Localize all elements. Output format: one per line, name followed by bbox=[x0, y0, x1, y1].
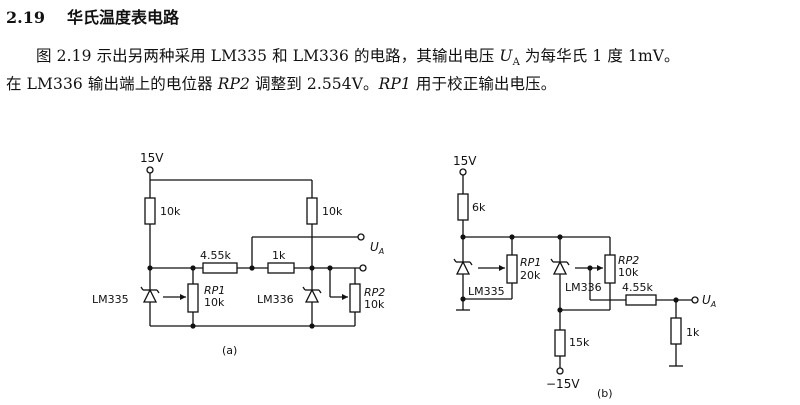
resistor-r1-a bbox=[144, 197, 156, 225]
resistor-r1-label: 10k bbox=[160, 205, 181, 218]
resistor-455k-b-label: 4.55k bbox=[622, 281, 653, 294]
supply-label-a: 15V bbox=[140, 151, 164, 165]
resistor-1k-a bbox=[267, 262, 295, 274]
resistor-6k-b bbox=[457, 193, 469, 221]
lm336-label-b: LM336 bbox=[565, 281, 602, 294]
rp2-value-a: 10k bbox=[364, 298, 385, 311]
circuit-a: 15V 10k 10k 4.55k 1k UA bbox=[92, 151, 385, 357]
output-label-b: UA bbox=[702, 293, 716, 309]
output-voltage-sub: A bbox=[512, 57, 520, 69]
resistor-15k-b bbox=[554, 329, 566, 357]
rp2-name-a: RP2 bbox=[364, 286, 385, 299]
text-run: 在 LM336 输出端上的电位器 bbox=[6, 75, 218, 93]
resistor-455k-b bbox=[625, 294, 657, 306]
lm335-label-b: LM335 bbox=[468, 285, 505, 298]
section-number: 2.19 bbox=[6, 8, 45, 27]
output-terminal-b bbox=[691, 296, 699, 304]
rp1-pot-a bbox=[187, 283, 199, 313]
rp2-value-b: 10k bbox=[618, 266, 639, 279]
rp1-name-a: RP1 bbox=[204, 284, 225, 297]
text-run: 用于校正输出电压。 bbox=[410, 75, 557, 93]
neg-supply-terminal-b bbox=[556, 367, 564, 375]
output-voltage-var: U bbox=[499, 47, 513, 65]
neg-supply-label-b: −15V bbox=[546, 377, 580, 391]
resistor-r2-label: 10k bbox=[322, 205, 343, 218]
rp2-pot-b bbox=[604, 254, 616, 284]
rp1-name-b: RP1 bbox=[520, 256, 541, 269]
resistor-6k-label: 6k bbox=[472, 201, 486, 214]
lm336-label-a: LM336 bbox=[257, 293, 294, 306]
section-title: 华氏温度表电路 bbox=[66, 8, 179, 27]
lm336-diode-b bbox=[552, 260, 568, 275]
rp1-ref: RP1 bbox=[378, 75, 411, 93]
rp1-value-a: 10k bbox=[204, 296, 225, 309]
rp1-pot-b bbox=[506, 254, 518, 284]
lm336-diode-a bbox=[304, 288, 320, 303]
supply-terminal-b bbox=[459, 168, 467, 176]
rp2-pot-a bbox=[349, 283, 361, 313]
lm335-label-a: LM335 bbox=[92, 293, 129, 306]
rp2-name-b: RP2 bbox=[618, 254, 639, 267]
resistor-455k-a bbox=[202, 262, 238, 274]
circuit-b: 15V 6k LM335 RP1 20k LM33 bbox=[453, 154, 716, 400]
caption-b: (b) bbox=[597, 387, 613, 400]
text-run: 调整到 2.554V。 bbox=[250, 75, 379, 93]
output-terminal-a1 bbox=[357, 233, 365, 241]
output-terminal-a2 bbox=[359, 264, 367, 272]
resistor-15k-label: 15k bbox=[569, 336, 590, 349]
paragraph-line-2: 在 LM336 输出端上的电位器 RP2 调整到 2.554V。RP1 用于校正… bbox=[6, 72, 796, 94]
lm335-diode-b bbox=[455, 260, 471, 275]
text-run: 图 2.19 示出另两种采用 LM335 和 LM336 的电路，其输出电压 bbox=[36, 47, 500, 65]
rp1-value-b: 20k bbox=[520, 269, 541, 282]
resistor-1k-b bbox=[670, 317, 682, 345]
paragraph-line-1: 图 2.19 示出另两种采用 LM335 和 LM336 的电路，其输出电压 U… bbox=[36, 44, 800, 68]
text-run: 为每华氏 1 度 1mV。 bbox=[519, 47, 680, 65]
supply-label-b: 15V bbox=[453, 154, 477, 168]
section-heading: 2.19 华氏温度表电路 bbox=[6, 4, 179, 28]
resistor-1k-b-label: 1k bbox=[686, 326, 700, 339]
resistor-1k-label: 1k bbox=[272, 249, 286, 262]
lm335-diode-a bbox=[142, 288, 158, 303]
rp2-ref: RP2 bbox=[217, 75, 250, 93]
resistor-455k-label: 4.55k bbox=[200, 249, 231, 262]
output-label-a: UA bbox=[370, 240, 384, 256]
resistor-r2-a bbox=[306, 197, 318, 225]
supply-terminal-a bbox=[146, 166, 154, 174]
caption-a: (a) bbox=[222, 344, 237, 357]
